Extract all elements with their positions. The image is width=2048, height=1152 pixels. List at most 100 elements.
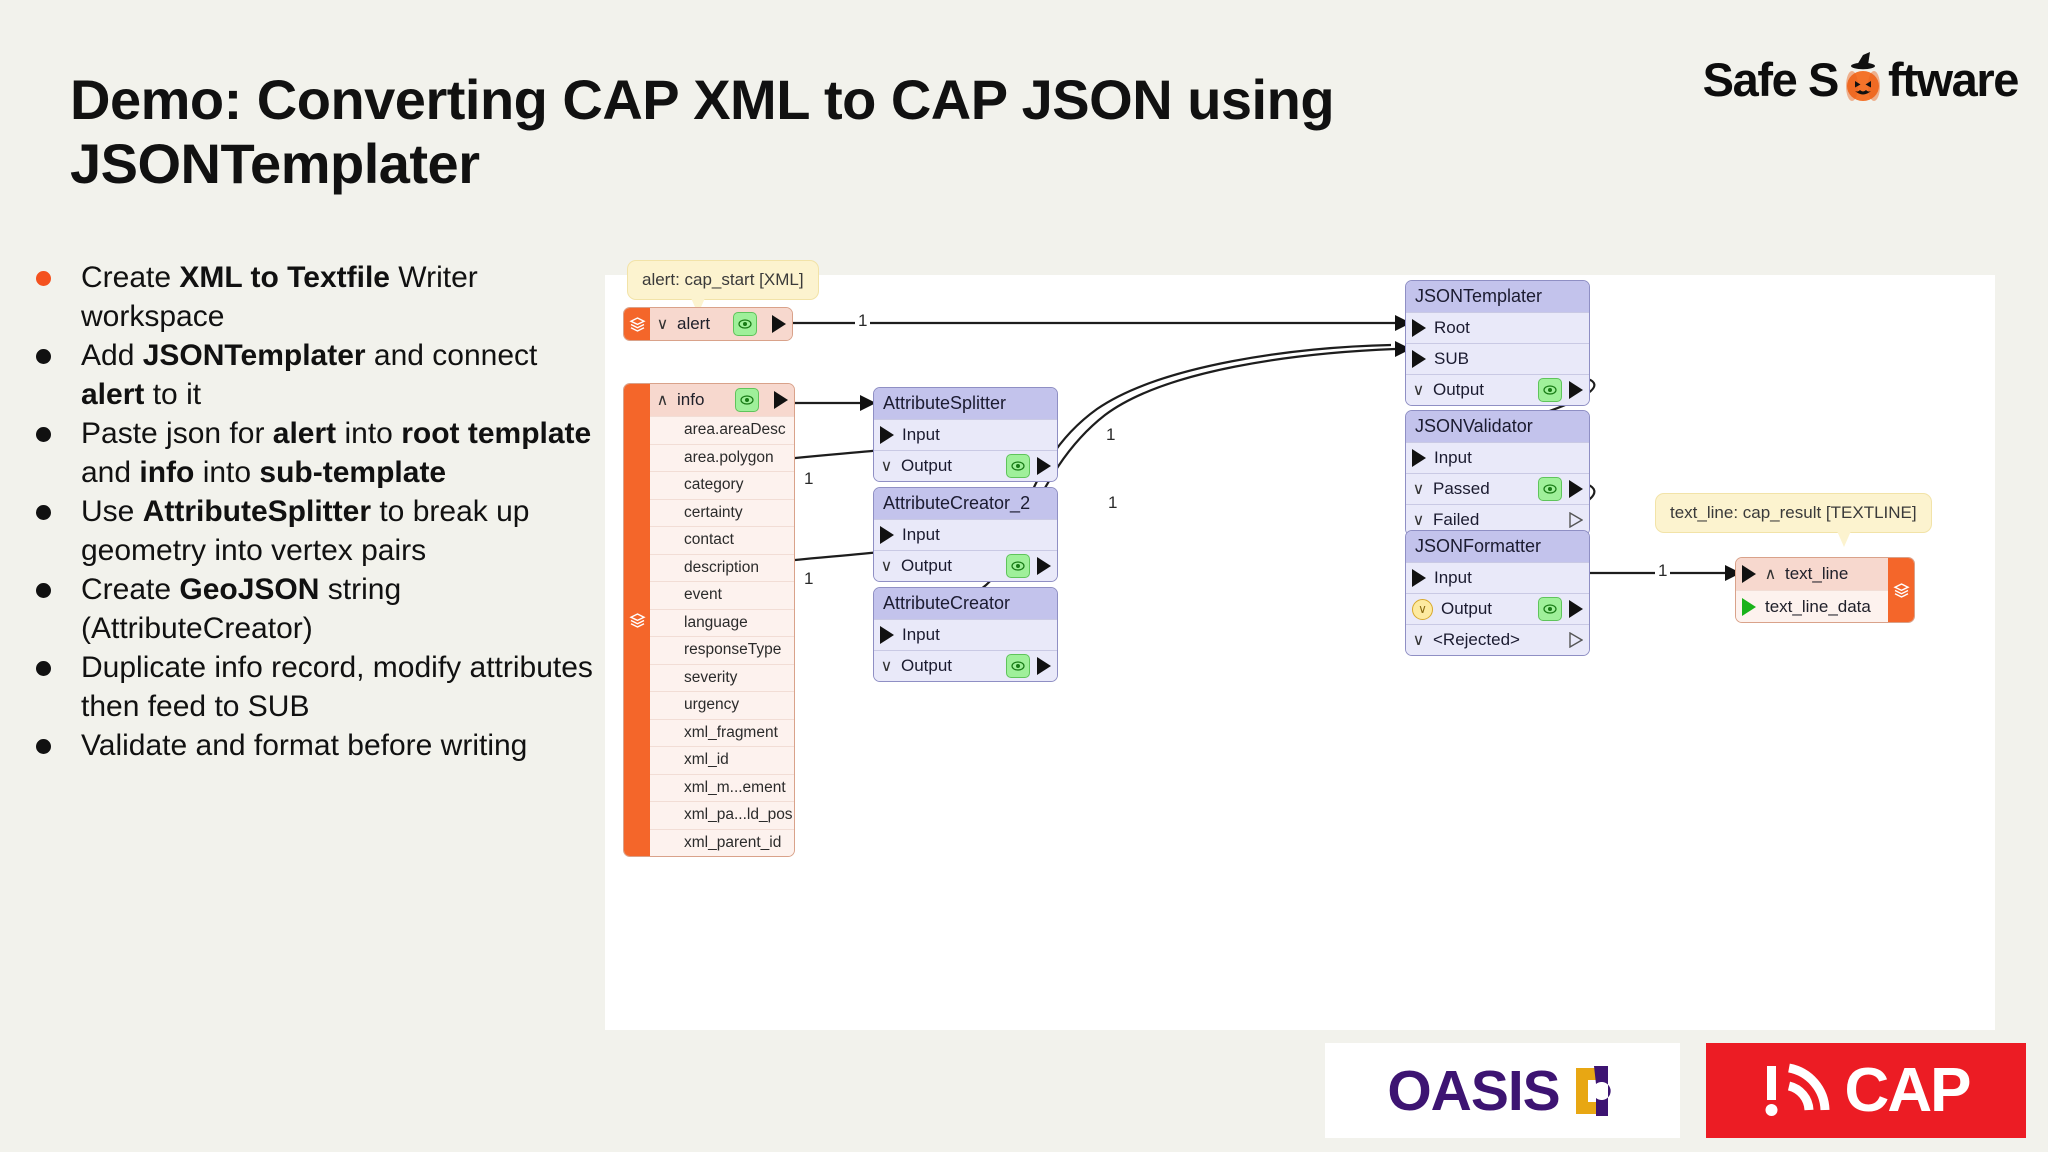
output-arrow-icon[interactable]: [1569, 600, 1583, 618]
output-arrow-icon[interactable]: [1569, 381, 1583, 399]
transformer-port[interactable]: ∨Output: [874, 650, 1057, 681]
output-arrow-hollow-icon[interactable]: [1569, 632, 1583, 648]
input-arrow-icon[interactable]: [1412, 569, 1426, 587]
attribute-row[interactable]: xml_id: [650, 746, 794, 774]
attribute-row[interactable]: contact: [650, 526, 794, 554]
chevron-down-icon[interactable]: ∨: [1412, 512, 1425, 529]
eye-icon[interactable]: [733, 312, 757, 336]
bullet-item: Validate and format before writing: [22, 726, 602, 765]
warning-icon[interactable]: ∨: [1412, 598, 1433, 620]
reader-info-header[interactable]: ∧ info: [650, 384, 794, 416]
brand-text-after: ftware: [1887, 53, 2019, 106]
output-arrow-icon[interactable]: [1037, 457, 1051, 475]
reader-alert-label: alert: [677, 314, 711, 333]
output-arrow-icon[interactable]: [1037, 557, 1051, 575]
transformer-port[interactable]: Input: [874, 519, 1057, 550]
output-arrow-icon[interactable]: [1569, 480, 1583, 498]
input-arrow-icon[interactable]: [1742, 565, 1756, 583]
attribute-row[interactable]: severity: [650, 663, 794, 691]
writer-label: text_line: [1785, 564, 1849, 583]
input-arrow-icon[interactable]: [880, 526, 894, 544]
attribute-row[interactable]: description: [650, 553, 794, 581]
transformer-port[interactable]: ∨<Rejected>: [1406, 624, 1589, 655]
transformer-port[interactable]: Input: [874, 619, 1057, 650]
input-arrow-icon[interactable]: [1412, 449, 1426, 467]
connection-wires: [660, 315, 1741, 611]
eye-icon[interactable]: [735, 388, 759, 412]
chevron-down-icon[interactable]: ∨: [880, 558, 893, 575]
attribute-row[interactable]: category: [650, 471, 794, 499]
chevron-down-icon[interactable]: ∨: [880, 458, 893, 475]
bullet-text: Create XML to Textfile Writer workspace: [81, 261, 478, 333]
transformer-port[interactable]: Input: [1406, 442, 1589, 473]
chevron-down-icon[interactable]: ∨: [1412, 632, 1425, 649]
writer-header[interactable]: ∧ text_line: [1736, 558, 1888, 590]
transformer-port[interactable]: ∨Output: [874, 450, 1057, 481]
chevron-down-icon[interactable]: ∨: [1412, 382, 1425, 399]
transformer-port[interactable]: ∨Output: [1406, 374, 1589, 405]
output-arrow-icon[interactable]: [1037, 657, 1051, 675]
attribute-row[interactable]: event: [650, 581, 794, 609]
attribute-row[interactable]: area.areaDesc: [650, 416, 794, 444]
reader-info-label: info: [677, 390, 705, 409]
eye-icon[interactable]: [1006, 454, 1030, 478]
eye-icon[interactable]: [1006, 654, 1030, 678]
input-arrow-icon[interactable]: [1412, 319, 1426, 337]
output-arrow-icon[interactable]: [772, 315, 786, 333]
attribute-row[interactable]: responseType: [650, 636, 794, 664]
transformer-port[interactable]: ∨Output: [874, 550, 1057, 581]
fme-workspace-diagram[interactable]: 1 1 1 1 1 1 1 1 1 alert: cap_start [XML]…: [605, 260, 1995, 1030]
attribute-row[interactable]: xml_fragment: [650, 718, 794, 746]
chevron-down-icon[interactable]: ∨: [1412, 481, 1425, 498]
reader-annotation: alert: cap_start [XML]: [627, 260, 819, 314]
port-label: SUB: [1434, 349, 1469, 368]
attribute-row[interactable]: area.polygon: [650, 443, 794, 471]
reader-node-alert[interactable]: ∨ alert: [623, 307, 793, 341]
transformer-port[interactable]: ∨Failed: [1406, 504, 1589, 535]
wire-label: 1: [1103, 425, 1119, 445]
attribute-row[interactable]: certainty: [650, 498, 794, 526]
bullet-dot-icon: [36, 583, 51, 598]
transformer-port[interactable]: ∨Output: [1406, 593, 1589, 624]
bullet-dot-icon: [36, 349, 51, 364]
bullet-item: Duplicate info record, modify attributes…: [22, 648, 602, 726]
attribute-row[interactable]: xml_m...ement: [650, 773, 794, 801]
chevron-up-icon[interactable]: ∧: [1764, 566, 1777, 583]
input-arrow-icon[interactable]: [880, 626, 894, 644]
output-arrow-icon[interactable]: [774, 391, 788, 409]
attribute-row[interactable]: language: [650, 608, 794, 636]
wire-label: 1: [801, 569, 817, 589]
bullet-dot-icon: [36, 271, 51, 286]
attribute-row[interactable]: xml_parent_id: [650, 828, 794, 856]
brand-text-before: Safe S: [1702, 53, 1840, 106]
eye-icon[interactable]: [1538, 597, 1562, 621]
input-arrow-icon[interactable]: [880, 426, 894, 444]
reader-alert-header[interactable]: ∨ alert: [650, 308, 792, 340]
bullet-item: Use AttributeSplitter to break up geomet…: [22, 492, 602, 570]
writer-row-text-line-data[interactable]: text_line_data: [1736, 590, 1888, 622]
transformer-port[interactable]: Input: [1406, 562, 1589, 593]
chevron-down-icon[interactable]: ∨: [880, 658, 893, 675]
attribute-row[interactable]: urgency: [650, 691, 794, 719]
output-arrow-hollow-icon[interactable]: [1569, 512, 1583, 528]
transformer-port[interactable]: Root: [1406, 312, 1589, 343]
chevron-up-icon[interactable]: ∧: [656, 392, 669, 409]
attribute-row[interactable]: xml_pa...ld_pos: [650, 801, 794, 829]
writer-node-text-line[interactable]: ∧ text_line text_line_data: [1735, 557, 1915, 623]
page-title: Demo: Converting CAP XML to CAP JSON usi…: [70, 68, 1335, 195]
transformer-port[interactable]: ∨Passed: [1406, 473, 1589, 504]
transformer-port[interactable]: SUB: [1406, 343, 1589, 374]
input-arrow-icon[interactable]: [1412, 350, 1426, 368]
transformer-port[interactable]: Input: [874, 419, 1057, 450]
chevron-down-icon[interactable]: ∨: [656, 316, 669, 333]
eye-icon[interactable]: [1538, 378, 1562, 402]
eye-icon[interactable]: [1538, 477, 1562, 501]
eye-icon[interactable]: [1006, 554, 1030, 578]
